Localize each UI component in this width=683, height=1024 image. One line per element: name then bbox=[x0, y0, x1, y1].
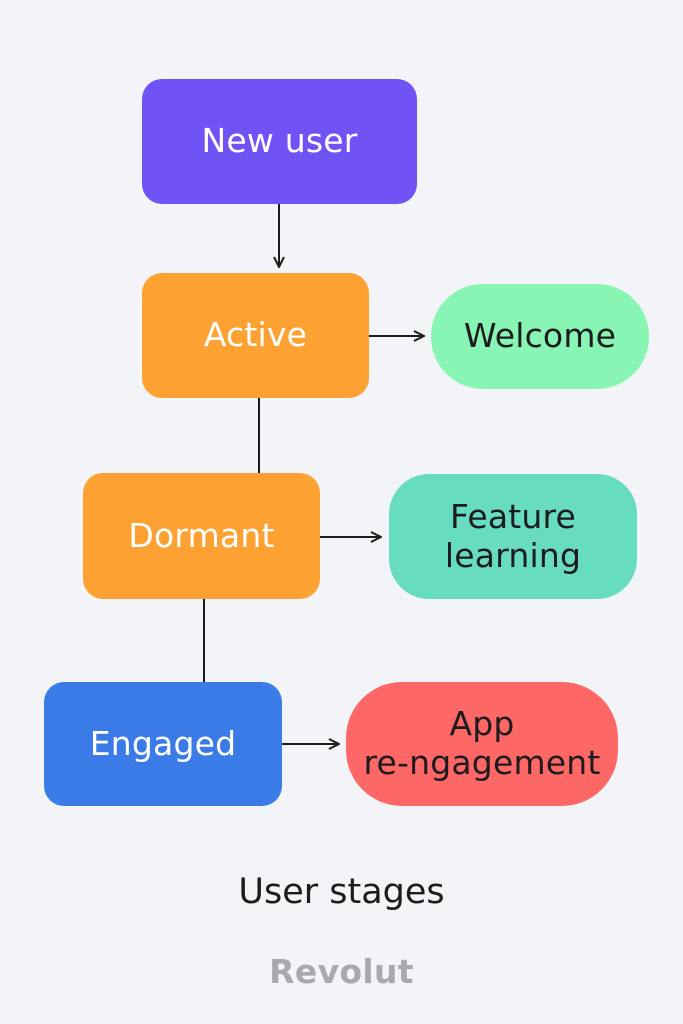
stage-active: Active bbox=[142, 273, 369, 398]
brand-logo: Revolut bbox=[269, 952, 414, 991]
action-app-reengagement-label: App re-ngagement bbox=[363, 704, 601, 782]
stage-dormant: Dormant bbox=[83, 473, 320, 599]
action-app-reengagement: App re-ngagement bbox=[346, 682, 618, 806]
diagram-title: User stages bbox=[238, 872, 445, 912]
action-feature-learning-label: Feature learning bbox=[444, 496, 582, 575]
action-welcome: Welcome bbox=[431, 284, 649, 389]
stage-new-user-label: New user bbox=[201, 121, 358, 161]
stage-dormant-label: Dormant bbox=[128, 515, 275, 555]
action-feature-learning: Feature learning bbox=[389, 474, 637, 599]
stage-new-user: New user bbox=[142, 79, 417, 204]
stage-engaged: Engaged bbox=[44, 682, 282, 806]
action-welcome-label: Welcome bbox=[463, 316, 617, 356]
stage-active-label: Active bbox=[203, 315, 308, 355]
stage-engaged-label: Engaged bbox=[89, 723, 237, 763]
